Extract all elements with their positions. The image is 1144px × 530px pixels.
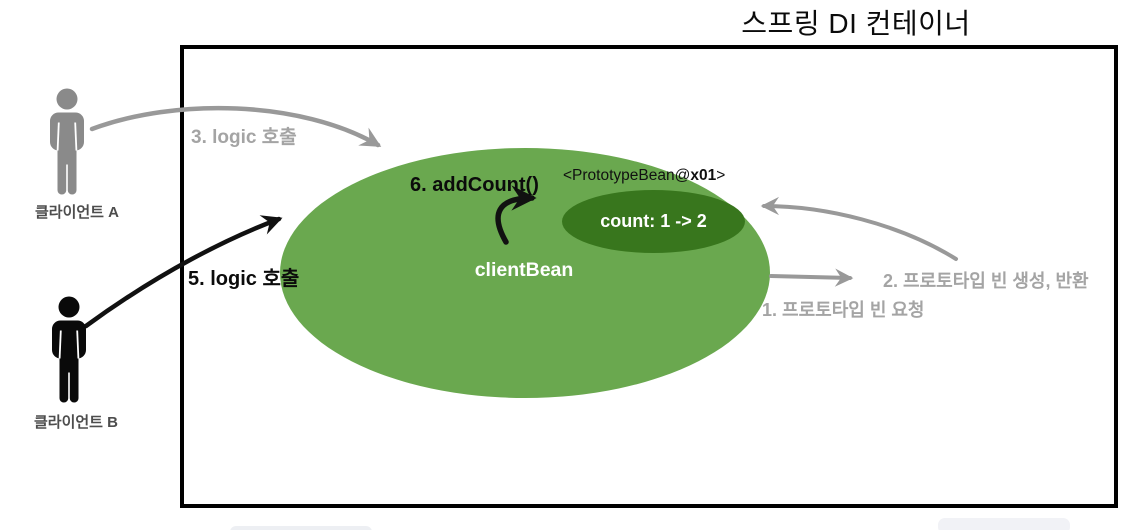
step2-label: 2. 프로토타입 빈 생성, 반환: [883, 271, 1089, 291]
prototype-bean-ref-prefix: <PrototypeBean@: [563, 167, 691, 184]
client-b-person-icon: [52, 296, 86, 403]
step5-label: 5. logic 호출: [188, 268, 300, 290]
client-a-person-icon: [50, 88, 84, 195]
prototype-bean-ref-suffix: >: [716, 167, 726, 184]
client-b-label: 클라이언트 B: [33, 414, 118, 431]
bottom-slide-sliver-left: [230, 526, 372, 530]
prototype-bean-ellipse: count: 1 -> 2: [562, 190, 745, 253]
bottom-slide-sliver-right: [938, 518, 1070, 530]
client-a-label: 클라이언트 A: [34, 204, 119, 221]
step1-label: 1. 프로토타입 빈 요청: [762, 300, 925, 320]
prototype-bean-count-text: count: 1 -> 2: [600, 211, 707, 231]
diagram-title: 스프링 DI 컨테이너: [741, 8, 971, 39]
prototype-bean-ref-label: <PrototypeBean@x01>: [563, 167, 725, 185]
client-bean-label: clientBean: [474, 259, 574, 281]
prototype-bean-ref-id: x01: [690, 167, 717, 184]
step3-label: 3. logic 호출: [191, 127, 297, 148]
step6-label: 6. addCount(): [410, 174, 539, 196]
